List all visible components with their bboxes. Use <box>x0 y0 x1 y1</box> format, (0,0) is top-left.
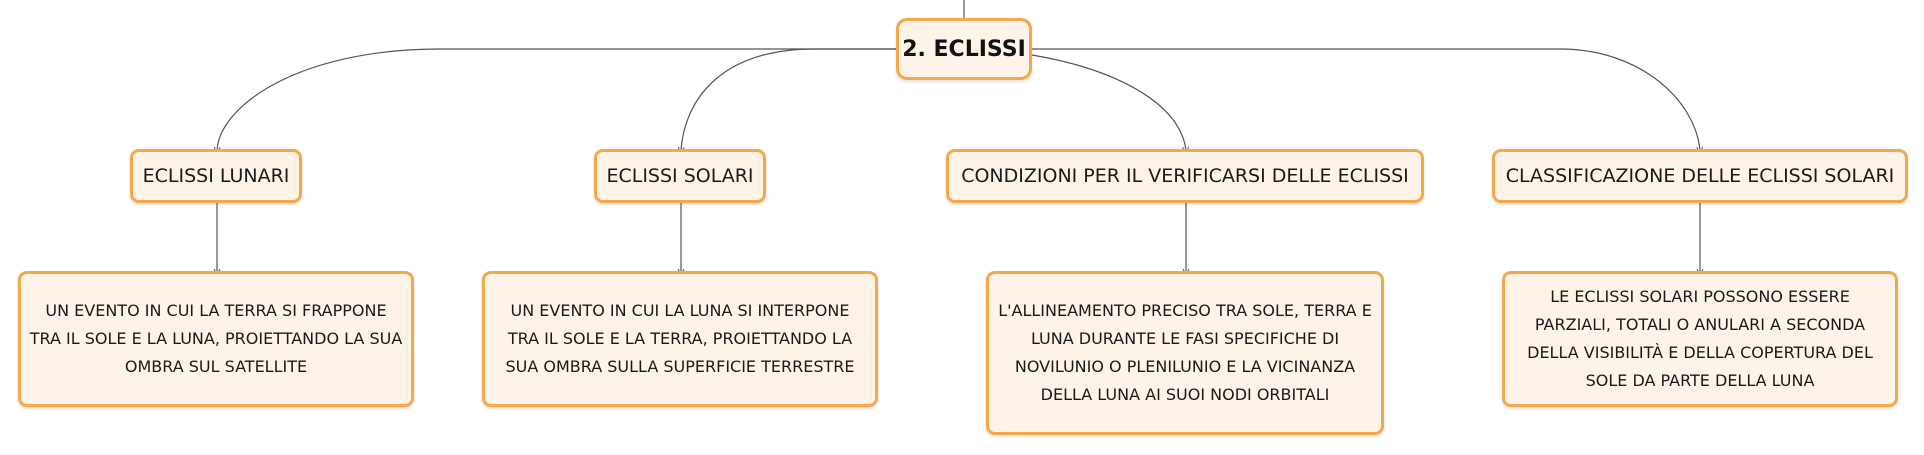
connector-root-to-eclissi-solari <box>681 48 896 150</box>
detail-node-eclissi-solari[interactable]: UN EVENTO IN CUI LA LUNA SI INTERPONE TR… <box>482 271 878 407</box>
detail-node-classificazione[interactable]: LE ECLISSI SOLARI POSSONO ESSERE PARZIAL… <box>1502 271 1898 407</box>
connector-root-to-classificazione <box>1032 48 1700 150</box>
detail-text: L'ALLINEAMENTO PRECISO TRA SOLE, TERRA E… <box>998 301 1372 404</box>
detail-node-eclissi-lunari[interactable]: UN EVENTO IN CUI LA TERRA SI FRAPPONE TR… <box>18 271 414 407</box>
connector-root-to-eclissi-lunari <box>217 48 896 150</box>
topic-node-eclissi-lunari[interactable]: ECLISSI LUNARI <box>130 149 302 203</box>
detail-text: LE ECLISSI SOLARI POSSONO ESSERE PARZIAL… <box>1527 287 1873 390</box>
topic-label: CONDIZIONI PER IL VERIFICARSI DELLE ECLI… <box>961 165 1409 187</box>
detail-text: UN EVENTO IN CUI LA TERRA SI FRAPPONE TR… <box>29 301 403 376</box>
topic-node-condizioni[interactable]: CONDIZIONI PER IL VERIFICARSI DELLE ECLI… <box>946 149 1424 203</box>
connector-root-to-condizioni <box>1031 54 1186 150</box>
topic-node-eclissi-solari[interactable]: ECLISSI SOLARI <box>594 149 766 203</box>
detail-node-condizioni[interactable]: L'ALLINEAMENTO PRECISO TRA SOLE, TERRA E… <box>986 271 1384 435</box>
detail-text: UN EVENTO IN CUI LA LUNA SI INTERPONE TR… <box>505 301 855 376</box>
root-node-label: 2. ECLISSI <box>902 36 1026 62</box>
topic-node-classificazione[interactable]: CLASSIFICAZIONE DELLE ECLISSI SOLARI <box>1492 149 1908 203</box>
topic-label: CLASSIFICAZIONE DELLE ECLISSI SOLARI <box>1505 165 1895 187</box>
topic-label: ECLISSI SOLARI <box>606 165 754 187</box>
topic-label: ECLISSI LUNARI <box>142 165 290 187</box>
root-node[interactable]: 2. ECLISSI <box>896 18 1032 80</box>
